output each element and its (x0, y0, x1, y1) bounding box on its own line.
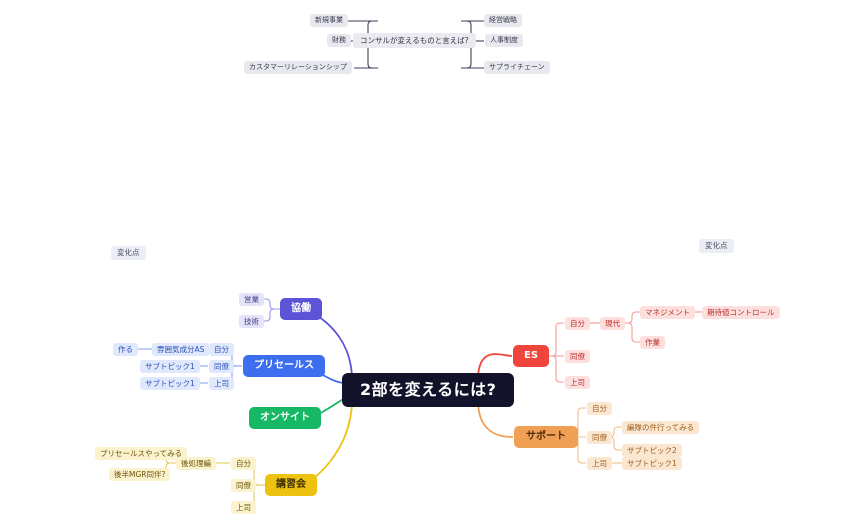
branch-node-onsite[interactable]: オンサイト (249, 407, 321, 429)
sub-node-es-gendai[interactable]: 現代 (600, 317, 625, 330)
branch-node-es[interactable]: ES (513, 345, 550, 367)
sub-node-es-kitaichi[interactable]: 期待値コントロール (702, 306, 780, 319)
sub-node-es-sagyo[interactable]: 作業 (640, 336, 665, 349)
label-change-point-left[interactable]: 変化点 (111, 246, 146, 260)
sub-node-support-joshi[interactable]: 上司 (587, 457, 612, 470)
sub-node-presales-funiki[interactable]: 雰囲気成分AS (152, 343, 210, 356)
sub-node-support-subtopic2[interactable]: サブトピック2 (622, 444, 682, 457)
sub-node-presales-subtopic-doryo[interactable]: サブトピック1 (140, 360, 200, 373)
branch-node-kyodo[interactable]: 協働 (280, 298, 322, 320)
sub-node-presales-subtopic-joshi[interactable]: サブトピック1 (140, 377, 200, 390)
label-change-point-right[interactable]: 変化点 (699, 239, 734, 253)
sub-node-kyodo-gijutsu[interactable]: 技術 (239, 315, 264, 328)
sub-node-kyodo-eigyo[interactable]: 営業 (239, 293, 264, 306)
sub-node-es-management[interactable]: マネジメント (640, 306, 695, 319)
top-node-right-1[interactable]: 人事制度 (485, 34, 523, 47)
sub-node-es-joshi[interactable]: 上司 (565, 376, 590, 389)
sub-node-koshukai-jibun[interactable]: 自分 (231, 457, 256, 470)
sub-node-koshukai-joshi[interactable]: 上司 (231, 501, 256, 514)
top-map-root[interactable]: コンサルが変えるものと言えば? (353, 33, 476, 48)
top-node-left-2[interactable]: カスタマーリレーションシップ (244, 61, 352, 74)
sub-node-koshukai-gosyori[interactable]: 後処理編 (176, 457, 216, 470)
sub-node-es-doryo[interactable]: 同僚 (565, 350, 590, 363)
sub-node-presales-tsukuru[interactable]: 作る (113, 343, 138, 356)
sub-node-support-hentai[interactable]: 編隊の件行ってみる (622, 421, 700, 434)
sub-node-presales-joshi[interactable]: 上司 (209, 377, 234, 390)
mindmap-root-node[interactable]: 2部を変えるには? (342, 373, 515, 407)
top-node-left-1[interactable]: 財務 (327, 34, 351, 47)
sub-node-presales-doryo[interactable]: 同僚 (209, 360, 234, 373)
top-node-left-0[interactable]: 新規事業 (310, 14, 348, 27)
sub-node-es-jibun[interactable]: 自分 (565, 317, 590, 330)
branch-node-presales[interactable]: プリセールス (243, 355, 325, 377)
top-node-right-2[interactable]: サプライチェーン (484, 61, 550, 74)
sub-node-koshukai-presales-try[interactable]: プリセールスやってみる (95, 447, 188, 460)
sub-node-presales-jibun[interactable]: 自分 (209, 343, 234, 356)
sub-node-support-jibun[interactable]: 自分 (587, 402, 612, 415)
sub-node-support-subtopic1[interactable]: サブトピック1 (622, 457, 682, 470)
top-node-right-0[interactable]: 経営戦略 (484, 14, 522, 27)
sub-node-koshukai-doryo[interactable]: 同僚 (231, 479, 256, 492)
sub-node-koshukai-mgr[interactable]: 後半MGR同伴? (109, 468, 171, 481)
branch-node-koshukai[interactable]: 講習会 (265, 474, 317, 496)
branch-node-support[interactable]: サポート (514, 426, 578, 448)
sub-node-support-doryo[interactable]: 同僚 (587, 431, 612, 444)
